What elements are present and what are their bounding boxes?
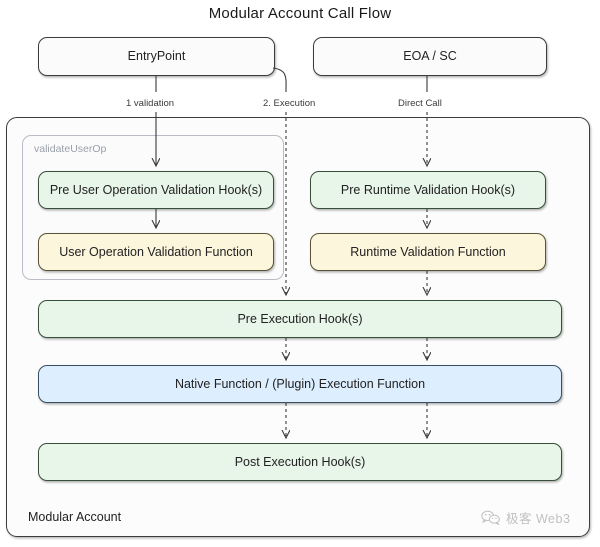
node-user-operation-validation-function-label: User Operation Validation Function <box>59 244 253 259</box>
edge-label-direct-call: Direct Call <box>398 98 442 109</box>
node-pre-runtime-validation-hooks-label: Pre Runtime Validation Hook(s) <box>340 182 516 197</box>
node-pre-runtime-validation-hooks[interactable]: Pre Runtime Validation Hook(s) <box>310 171 546 209</box>
page-title: Modular Account Call Flow <box>208 5 392 22</box>
node-native-plugin-execution-function[interactable]: Native Function / (Plugin) Execution Fun… <box>38 365 562 403</box>
node-eoa-sc[interactable]: EOA / SC <box>313 37 547 76</box>
node-pre-execution-hooks[interactable]: Pre Execution Hook(s) <box>38 300 562 338</box>
modular-account-label: Modular Account <box>28 510 122 524</box>
node-runtime-validation-function-label: Runtime Validation Function <box>350 244 506 259</box>
node-entrypoint-label: EntryPoint <box>127 49 186 64</box>
validate-user-op-label: validateUserOp <box>34 143 107 155</box>
node-pre-user-op-validation-hooks-label: Pre User Operation Validation Hook(s) <box>49 182 263 197</box>
node-post-execution-hooks[interactable]: Post Execution Hook(s) <box>38 443 562 481</box>
node-entrypoint[interactable]: EntryPoint <box>38 37 275 76</box>
edge-label-validation: 1 validation <box>126 98 175 109</box>
edge-label-execution: 2. Execution <box>263 98 316 109</box>
node-pre-user-op-validation-hooks[interactable]: Pre User Operation Validation Hook(s) <box>38 171 274 209</box>
node-user-operation-validation-function[interactable]: User Operation Validation Function <box>38 233 274 271</box>
wechat-icon <box>481 510 500 525</box>
node-eoa-sc-label: EOA / SC <box>403 49 457 64</box>
watermark: 极客 Web3 <box>481 508 570 527</box>
wire-entrypoint-execution-curve <box>272 67 287 93</box>
node-native-plugin-execution-function-label: Native Function / (Plugin) Execution Fun… <box>174 376 426 391</box>
watermark-text: 极客 Web3 <box>506 512 571 526</box>
node-pre-execution-hooks-label: Pre Execution Hook(s) <box>237 311 363 326</box>
node-runtime-validation-function[interactable]: Runtime Validation Function <box>310 233 546 271</box>
node-post-execution-hooks-label: Post Execution Hook(s) <box>234 454 366 469</box>
